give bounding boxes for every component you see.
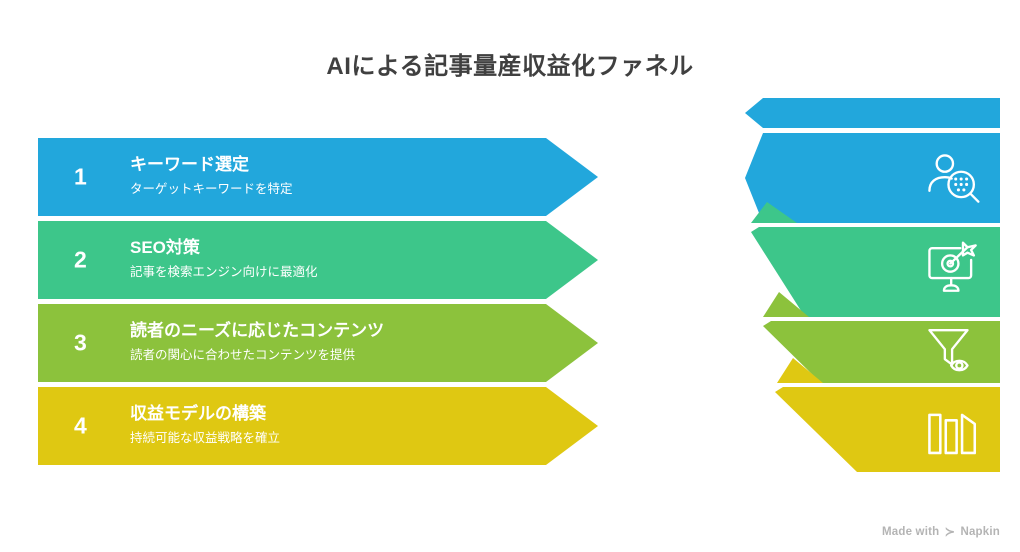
page-title: AIによる記事量産収益化ファネル: [326, 53, 694, 80]
funnel-bands-svg: [745, 98, 1000, 472]
funnel-band-yellow: [775, 387, 1000, 472]
funnel-eye-icon: [924, 322, 982, 380]
funnel-step-1[interactable]: 1 キーワード選定 ターゲットキーワードを特定: [38, 138, 598, 216]
footer-brand-label: Napkin: [960, 525, 1000, 538]
step-title: キーワード選定: [130, 155, 249, 175]
step-number: 1: [74, 163, 87, 190]
step-description: 持続可能な収益戦略を確立: [130, 431, 281, 446]
step-description: 読者の関心に合わせたコンテンツを提供: [130, 348, 356, 363]
footer-made-with-label: Made with: [881, 525, 940, 538]
funnel-diagram-graphic: [745, 92, 1000, 482]
step-description: 記事を検索エンジン向けに最適化: [130, 265, 318, 280]
step-number: 4: [74, 412, 87, 439]
funnel-band-blue-cap: [745, 98, 1000, 128]
step-description: ターゲットキーワードを特定: [130, 182, 293, 197]
step-text-block: 収益モデルの構築 持続可能な収益戦略を確立: [130, 403, 280, 447]
funnel-band-olive: [763, 321, 1000, 383]
funnel-step-4[interactable]: 4 収益モデルの構築 持続可能な収益戦略を確立: [38, 387, 598, 465]
funnel-step-3[interactable]: 3 読者のニーズに応じたコンテンツ 読者の関心に合わせたコンテンツを提供: [38, 304, 598, 382]
funnel-band-blue: [745, 133, 1000, 223]
funnel-band-green: [751, 227, 1000, 317]
napkin-logo-icon: ≻: [944, 524, 956, 539]
monitor-target-icon: [924, 240, 982, 298]
step-number: 3: [74, 329, 87, 356]
step-text-block: SEO対策 記事を検索エンジン向けに最適化: [130, 237, 318, 281]
step-title: SEO対策: [130, 238, 200, 258]
funnel-peek-green: [751, 202, 797, 223]
step-number: 2: [74, 246, 87, 273]
audience-search-icon: [924, 150, 982, 208]
made-with-napkin-credit: Made with ≻ Napkin: [882, 525, 1000, 538]
step-title: 読者のニーズに応じたコンテンツ: [130, 321, 385, 341]
step-title: 収益モデルの構築: [130, 404, 266, 424]
step-text-block: キーワード選定 ターゲットキーワードを特定: [130, 154, 293, 198]
funnel-step-2[interactable]: 2 SEO対策 記事を検索エンジン向けに最適化: [38, 221, 598, 299]
step-text-block: 読者のニーズに応じたコンテンツ 読者の関心に合わせたコンテンツを提供: [130, 320, 384, 364]
funnel-steps-list: 1 キーワード選定 ターゲットキーワードを特定 2 SEO対策 記事を検索エンジ…: [38, 138, 598, 470]
funnel-peek-olive: [763, 292, 809, 317]
bar-chart-icon: [924, 404, 982, 462]
funnel-peek-yellow: [777, 358, 823, 383]
